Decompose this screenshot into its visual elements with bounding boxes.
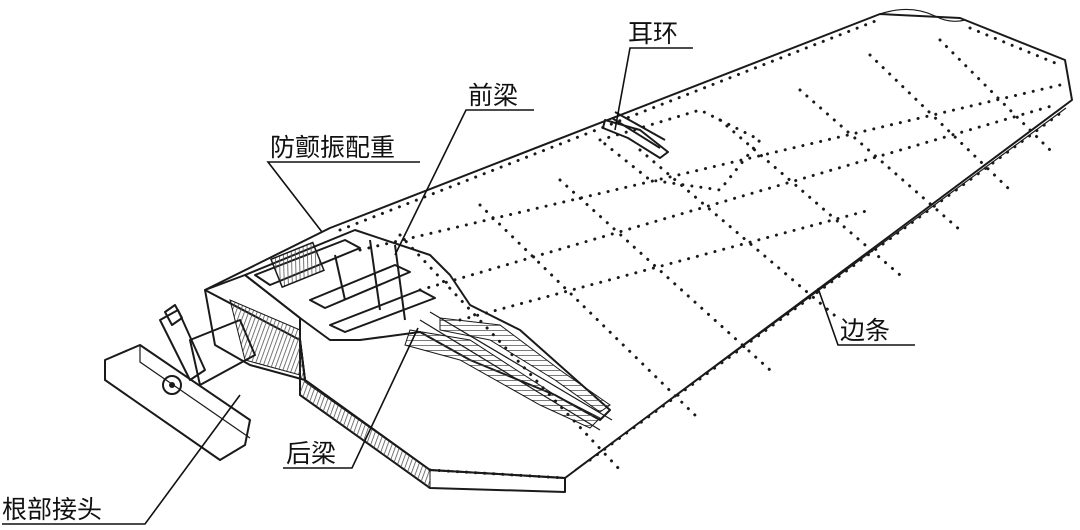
rear-spar-label: 后梁 [286, 439, 336, 468]
label-edge-strip: 边条 [817, 287, 915, 346]
ear-ring-label: 耳环 [628, 19, 678, 48]
edge-strip-label: 边条 [840, 316, 890, 345]
rivet-pattern [338, 18, 1064, 480]
label-rear-spar: 后梁 [283, 327, 419, 469]
label-ear-ring: 耳环 [614, 19, 693, 131]
flutter-counterweight-label: 防颤振配重 [270, 133, 395, 162]
label-flutter-counterweight: 防颤振配重 [266, 133, 420, 233]
root-joint-assembly [104, 274, 306, 461]
surface-body [204, 8, 1073, 493]
front-spar-label: 前梁 [468, 81, 518, 110]
ear-ring-fitting [602, 111, 669, 159]
label-front-spar: 前梁 [394, 81, 534, 256]
root-joint-label: 根部接头 [2, 495, 102, 524]
cutaway-interior [244, 229, 613, 431]
label-root-joint: 根部接头 [2, 394, 241, 525]
